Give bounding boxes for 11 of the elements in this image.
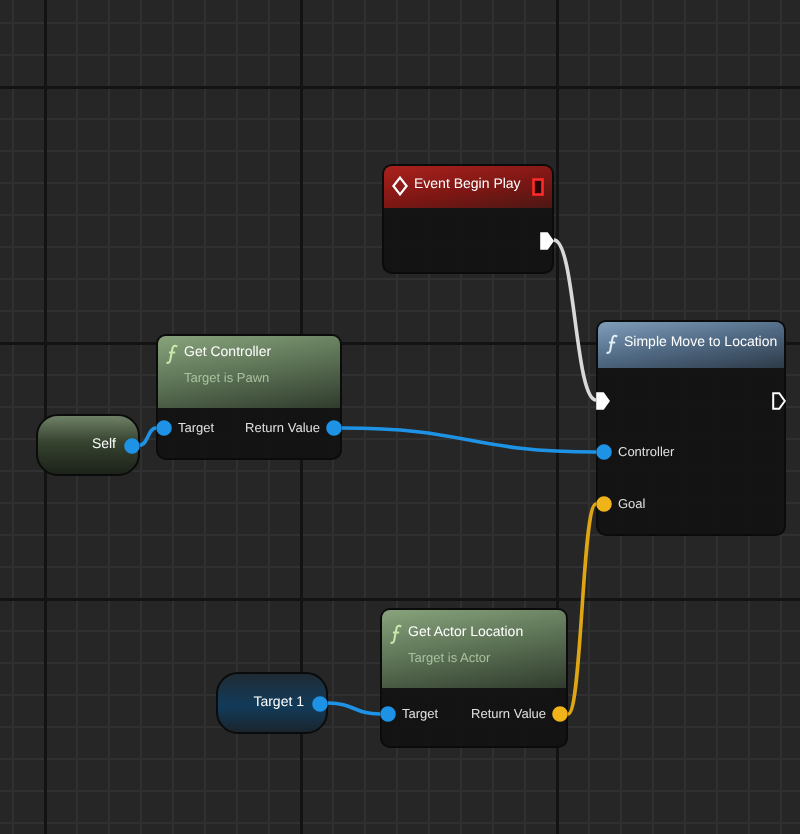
wire (139, 426, 157, 447)
variable-node (36, 414, 140, 476)
wire (327, 701, 381, 716)
exec-wire (553, 238, 597, 402)
function-node (156, 334, 342, 460)
event-node (382, 164, 554, 274)
variable-node (216, 672, 328, 734)
function-node (596, 320, 786, 536)
function-node (380, 608, 568, 748)
wire (341, 426, 597, 454)
wire (566, 502, 598, 716)
